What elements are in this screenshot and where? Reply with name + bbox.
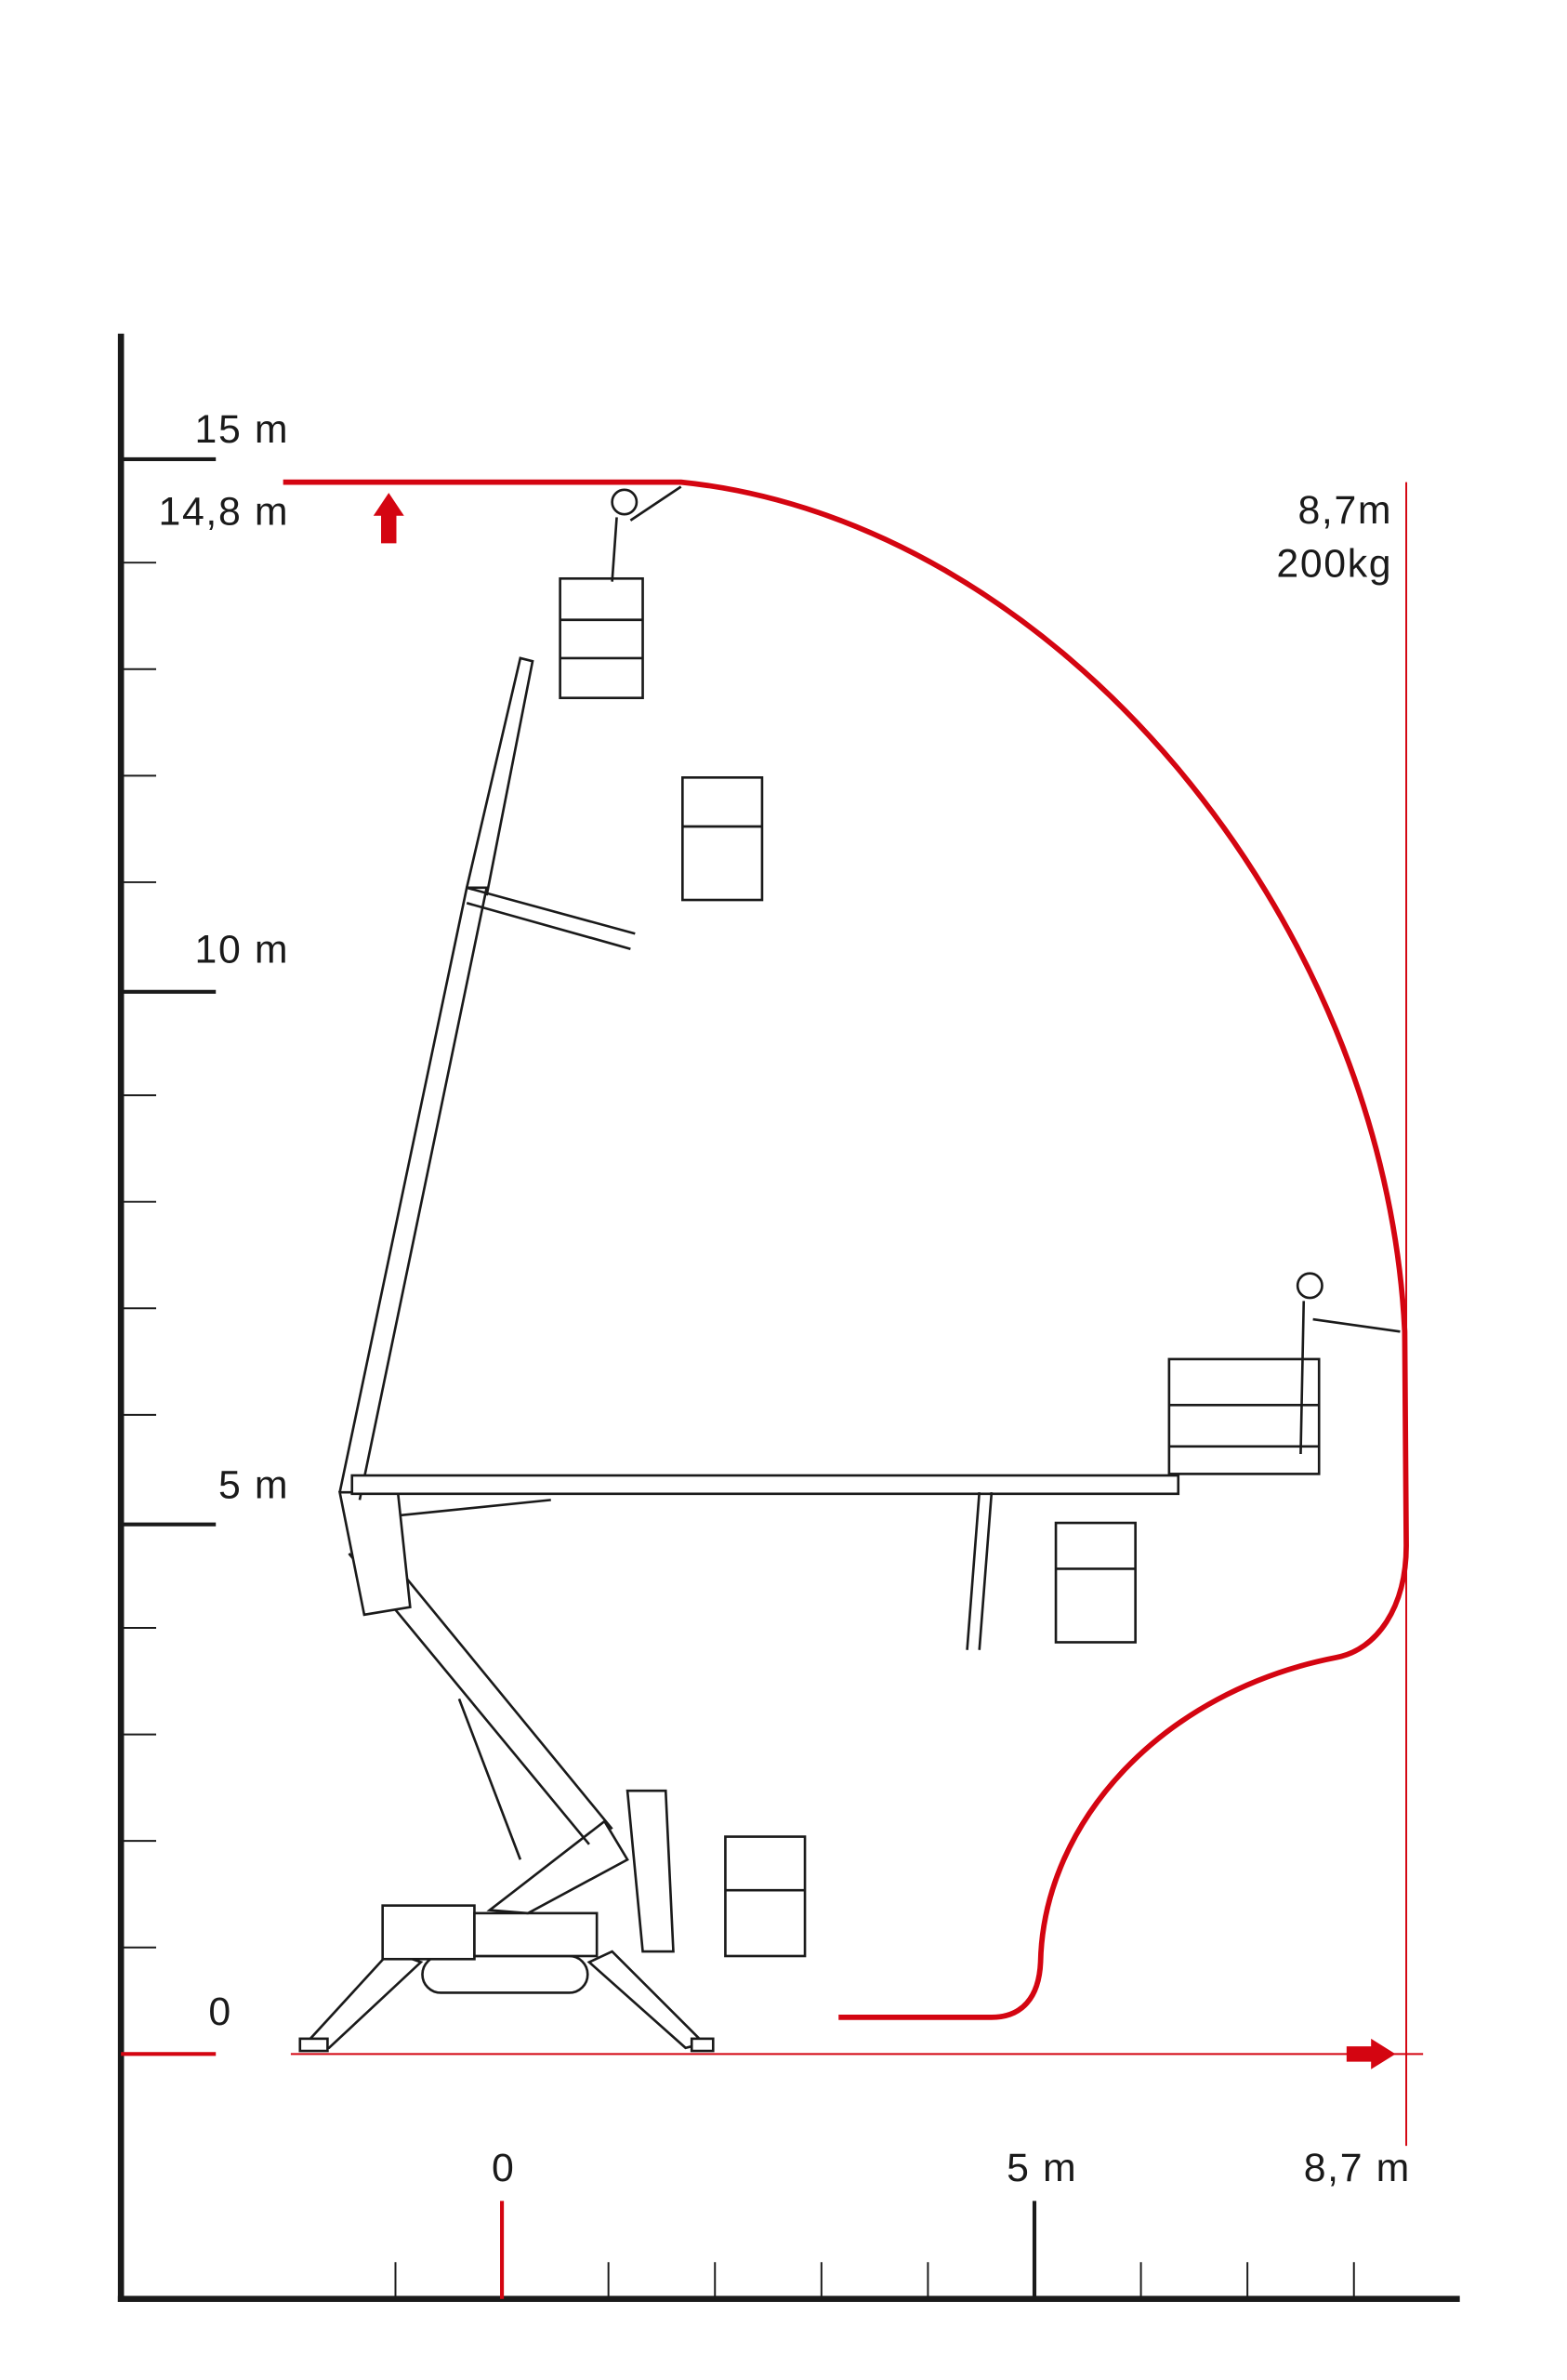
vertical-major-ticks xyxy=(121,456,217,1527)
label-8-7m-outreach: 8,7 m xyxy=(1304,2146,1411,2190)
label-0-outreach: 0 xyxy=(492,2146,515,2190)
working-envelope xyxy=(283,479,1409,2020)
label-10m: 10 m xyxy=(195,928,290,972)
label-15m: 15 m xyxy=(195,407,290,452)
label-5m: 5 m xyxy=(218,1463,289,1508)
load-value: 200kg xyxy=(1276,542,1392,587)
label-14-8m: 14,8 m xyxy=(159,490,290,535)
right-arrow-icon xyxy=(1346,2038,1396,2069)
outreach-value: 8,7m xyxy=(1297,488,1392,533)
label-5m-outreach: 5 m xyxy=(1007,2146,1077,2190)
label-0-height: 0 xyxy=(208,1990,231,2034)
up-arrow-icon xyxy=(373,493,404,544)
spider-lift-drawing xyxy=(298,485,1401,2053)
vertical-minor-ticks xyxy=(121,562,157,1949)
horizontal-minor-ticks xyxy=(394,2262,1355,2299)
